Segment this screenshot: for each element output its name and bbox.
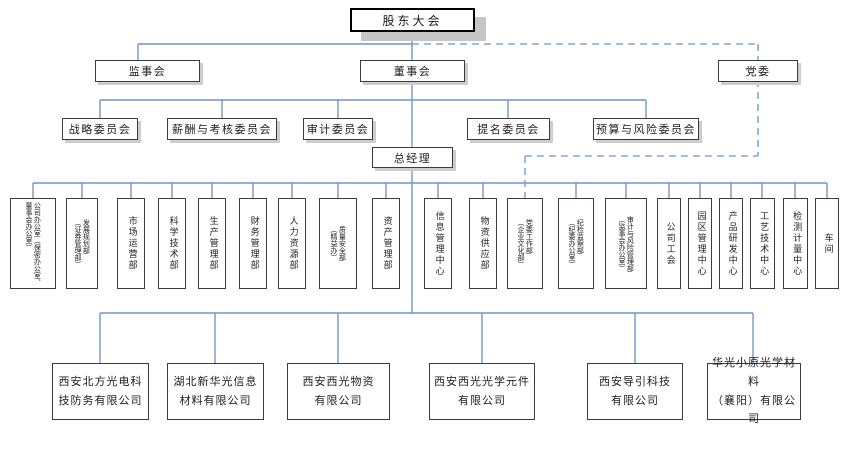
subsidiary-box: 西安导引科技 有限公司	[587, 363, 683, 420]
subsidiary-box: 湖北新华光信息 材料有限公司	[167, 363, 264, 420]
node-label: 审计与风险管理部 （监事会办公室）	[618, 215, 635, 272]
node-label: 市场运营部	[126, 216, 137, 271]
department-box: 财务管理部	[239, 198, 267, 289]
node-label: 生产管理部	[207, 216, 218, 271]
subsidiary-box: 西安西光光学元件 有限公司	[429, 363, 535, 420]
department-box: 党委工作部 （企业文化部）	[507, 198, 543, 289]
department-box: 审计与风险管理部 （监事会办公室）	[605, 198, 647, 289]
node-label: 科学技术部	[167, 216, 178, 271]
node-label: 提名委员会	[477, 123, 540, 136]
department-box: 园区管理中心	[688, 198, 712, 289]
node-label: 车间	[822, 232, 833, 255]
department-box: 资产管理部	[372, 198, 400, 289]
node-label: 监事会	[128, 65, 167, 78]
node-label: 董事会	[393, 65, 432, 78]
node-label: 薪酬与考核委员会	[172, 123, 272, 136]
node-party-committee: 党委	[718, 60, 798, 82]
node-label: 物资供应部	[478, 216, 489, 271]
node-board-of-directors: 董事会	[360, 60, 465, 82]
node-label: 公司办公室（保密办公室、 董事会办公室）	[25, 201, 42, 286]
node-shareholders-meeting: 股东大会	[350, 8, 475, 32]
node-label: 华光小原光学材料 （襄阳）有限公司	[712, 356, 796, 426]
node-label: 工艺技术中心	[758, 210, 769, 277]
department-box: 检测计量中心	[783, 198, 808, 289]
department-box: 公司办公室（保密办公室、 董事会办公室）	[10, 198, 56, 289]
node-label: 质量安全部 （精益办）	[330, 226, 347, 261]
node-general-manager: 总经理	[372, 147, 453, 168]
node-label: 发展规划部 （证券管理部）	[74, 219, 91, 268]
node-label: 党委工作部 （企业文化部）	[517, 219, 534, 268]
node-label: 党委	[745, 65, 771, 78]
node-label: 审计委员会	[306, 123, 370, 136]
node-label: 纪检监察部 （纪委办公室）	[568, 219, 585, 268]
department-box: 纪检监察部 （纪委办公室）	[558, 198, 594, 289]
department-box: 发展规划部 （证券管理部）	[66, 198, 98, 289]
node-label: 战略委员会	[68, 123, 132, 136]
subsidiary-box: 西安西光物资 有限公司	[287, 363, 390, 420]
department-box: 质量安全部 （精益办）	[319, 198, 357, 289]
subsidiary-box: 华光小原光学材料 （襄阳）有限公司	[707, 356, 801, 425]
node-label: 西安导引科技 有限公司	[599, 374, 671, 407]
node-label: 财务管理部	[248, 216, 259, 271]
node-label: 西安西光光学元件 有限公司	[434, 374, 530, 407]
node-label: 西安北方光电科 技防务有限公司	[58, 374, 143, 407]
node-label: 信息管理中心	[433, 210, 444, 277]
department-box: 人力资源部	[278, 198, 306, 289]
department-box: 科学技术部	[158, 198, 186, 289]
committee-box: 薪酬与考核委员会	[167, 118, 277, 140]
department-box: 工艺技术中心	[750, 198, 775, 289]
committee-box: 预算与风险委员会	[593, 118, 699, 140]
node-label: 人力资源部	[287, 216, 298, 271]
node-label: 西安西光物资 有限公司	[302, 374, 375, 407]
node-label: 产品研发中心	[726, 210, 737, 277]
department-box: 生产管理部	[198, 198, 226, 289]
solid-connectors	[32, 32, 828, 363]
node-label: 资产管理部	[381, 216, 392, 271]
committee-box: 提名委员会	[467, 118, 550, 140]
committee-box: 战略委员会	[62, 118, 138, 140]
node-label: 预算与风险委员会	[596, 123, 696, 136]
subsidiary-box: 西安北方光电科 技防务有限公司	[52, 363, 149, 420]
department-box: 物资供应部	[469, 198, 497, 289]
node-label: 公司工会	[664, 221, 675, 266]
department-box: 市场运营部	[117, 198, 145, 289]
node-label: 总经理	[393, 151, 432, 165]
department-box: 产品研发中心	[719, 198, 743, 289]
committee-box: 审计委员会	[303, 118, 373, 140]
node-label: 湖北新华光信息 材料有限公司	[173, 374, 258, 407]
node-supervisory-board: 监事会	[95, 60, 200, 82]
node-label: 检测计量中心	[791, 210, 802, 277]
department-box: 车间	[815, 198, 839, 289]
department-box: 信息管理中心	[424, 198, 452, 289]
node-label: 园区管理中心	[695, 210, 706, 277]
department-box: 公司工会	[657, 198, 681, 289]
node-label: 股东大会	[382, 13, 443, 28]
